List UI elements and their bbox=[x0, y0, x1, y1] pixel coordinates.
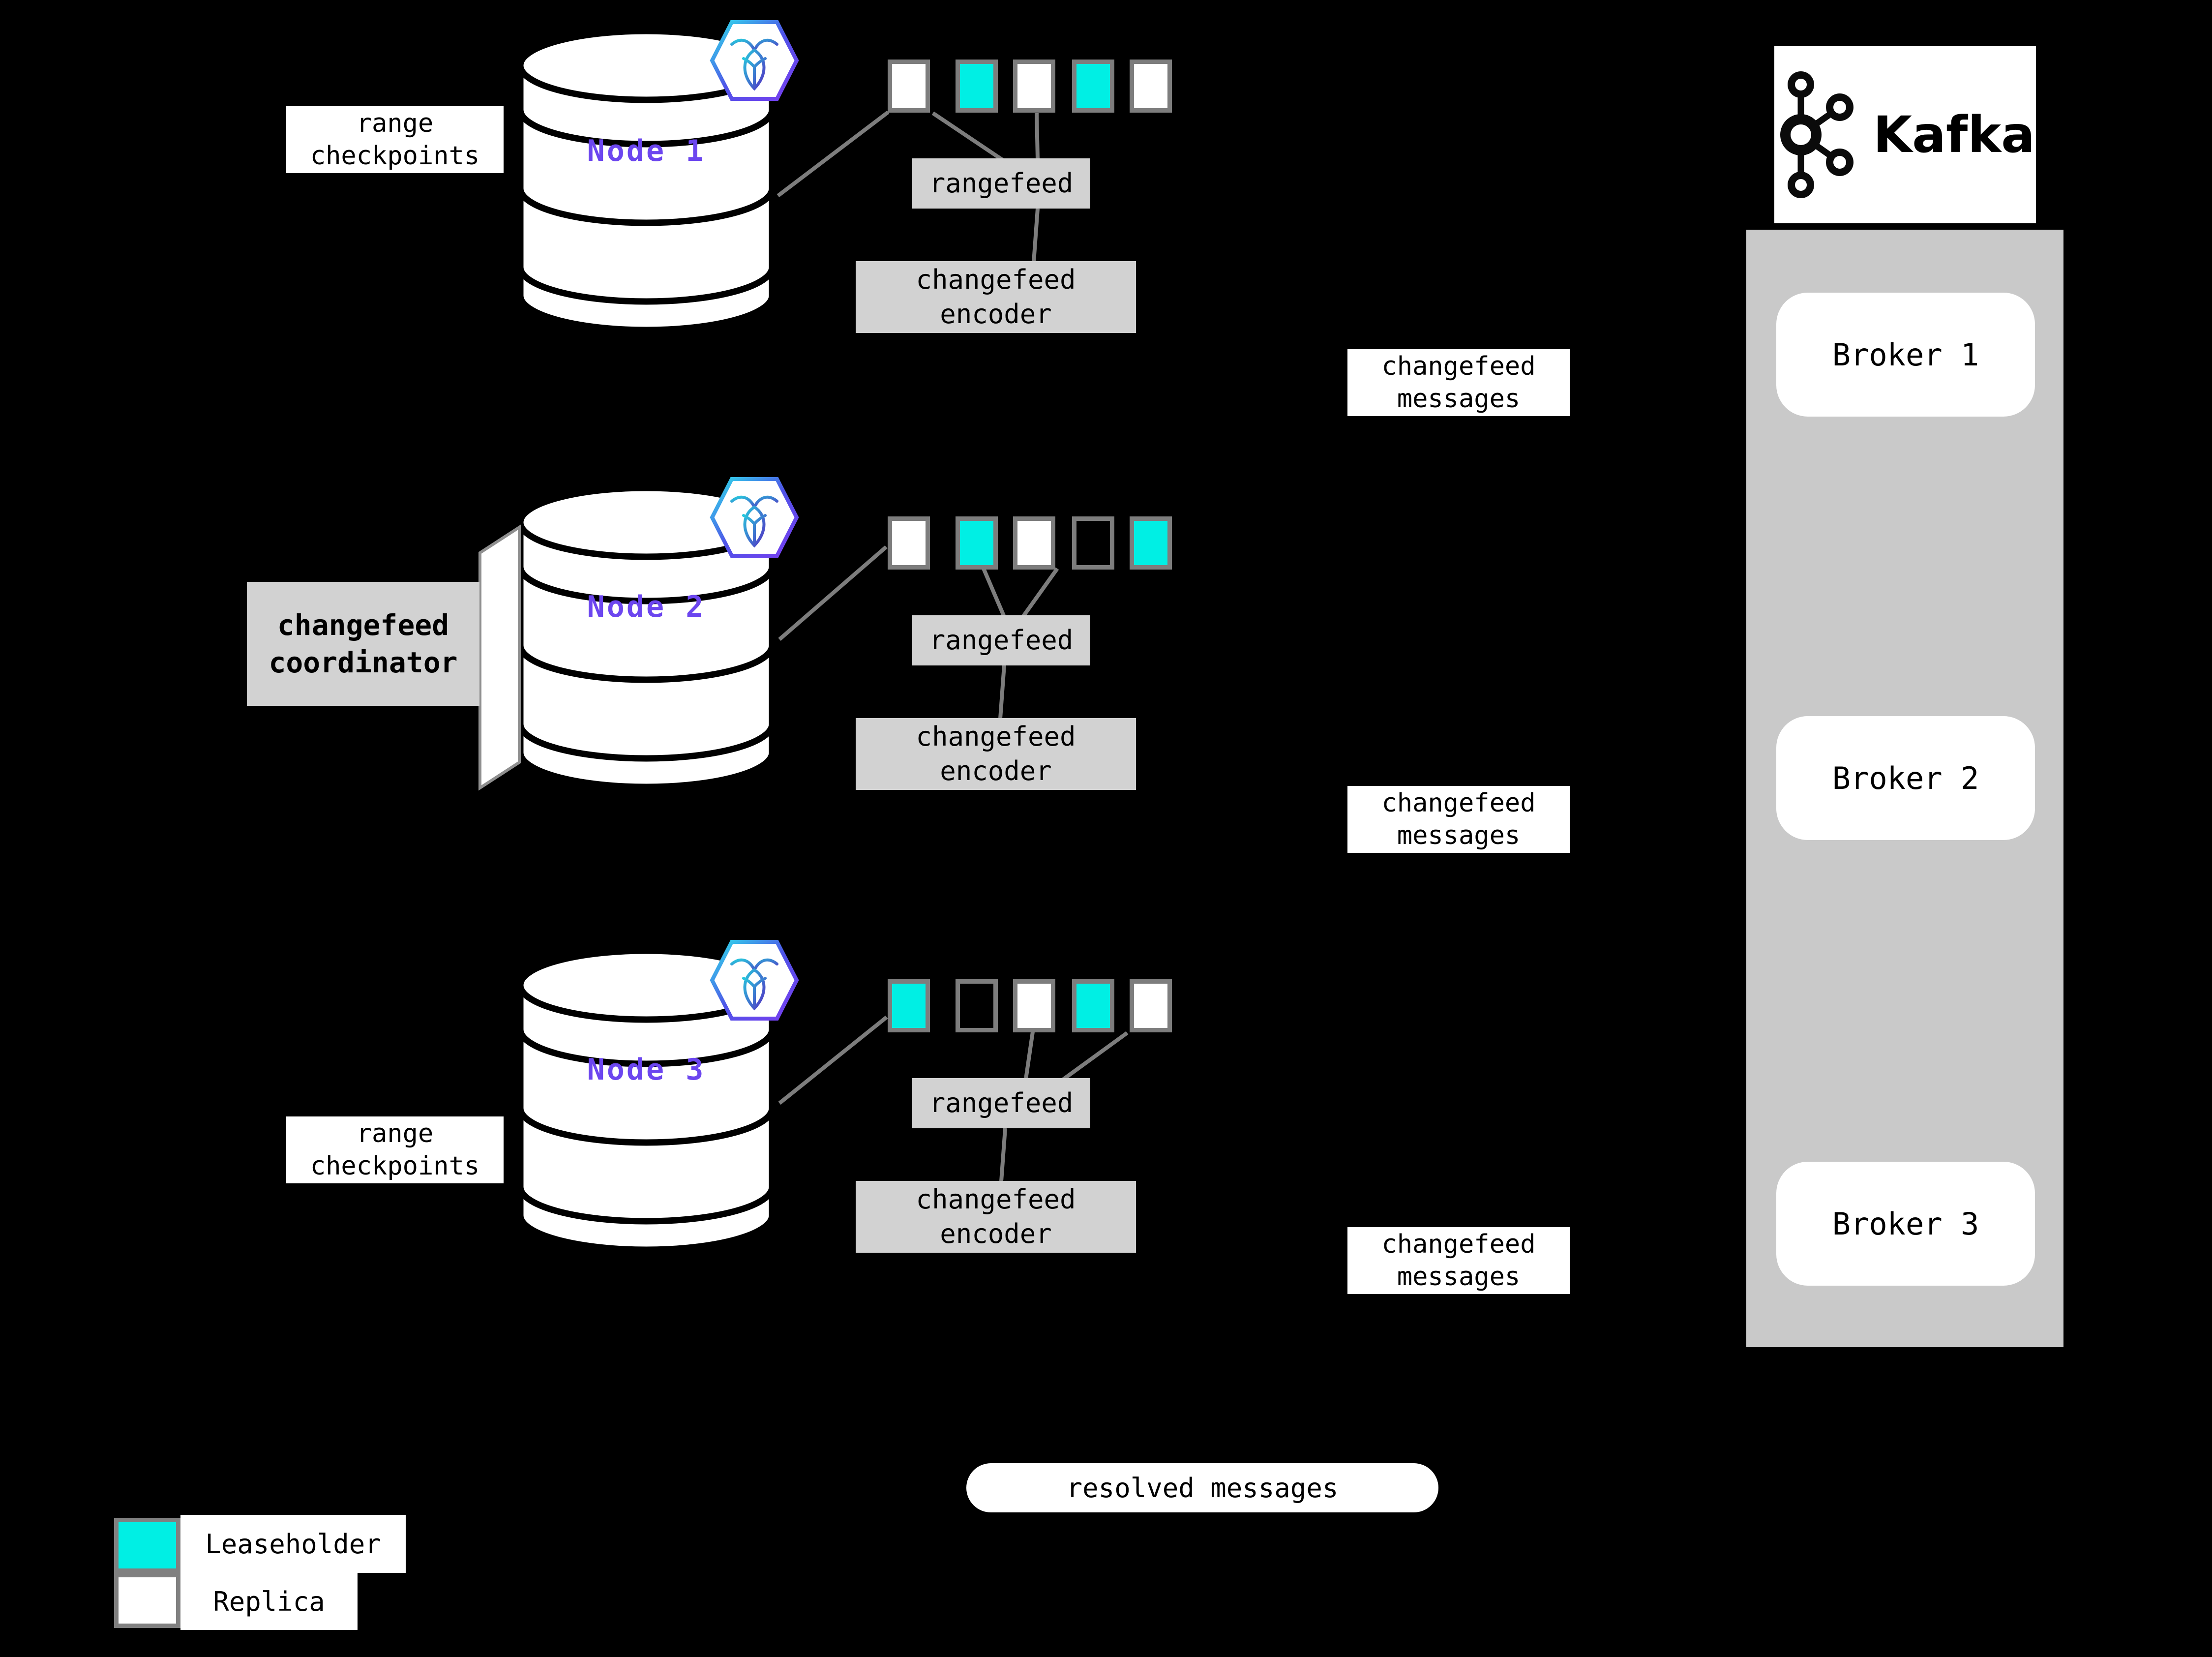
range-checkpoints-line1: range bbox=[356, 109, 434, 138]
node1-changefeed-messages-label: changefeed messages bbox=[1347, 349, 1570, 416]
node3-label: Node 3 bbox=[587, 1053, 706, 1087]
node3-changefeed-encoder-box: changefeed encoder bbox=[856, 1181, 1136, 1253]
cockroachdb-logo-icon bbox=[710, 940, 799, 1021]
changefeed-coordinator-box: changefeed coordinator bbox=[247, 582, 479, 706]
messages-line2: messages bbox=[1397, 384, 1521, 414]
legend-replica-labelbox: Replica bbox=[180, 1573, 358, 1630]
node2-changefeed-messages-label: changefeed messages bbox=[1347, 786, 1570, 853]
broker-1-box: Broker 1 bbox=[1776, 293, 2035, 417]
encoder-line2: encoder bbox=[940, 755, 1052, 786]
resolved-messages-label: resolved messages bbox=[1066, 1472, 1339, 1504]
coordinator-fold-ribbon bbox=[478, 524, 521, 791]
legend-leaseholder-swatch bbox=[114, 1518, 180, 1573]
broker-1-label: Broker 1 bbox=[1832, 336, 1979, 373]
node3-rangefeed-box: rangefeed bbox=[912, 1078, 1090, 1128]
rangefeed-label: rangefeed bbox=[929, 625, 1074, 656]
node3-range-square-5 bbox=[1130, 979, 1172, 1032]
node3-range-square-4 bbox=[1072, 979, 1114, 1032]
encoder-line1: changefeed bbox=[916, 264, 1076, 295]
node1-rangefeed-box: rangefeed bbox=[912, 158, 1090, 209]
rangefeed-label: rangefeed bbox=[929, 168, 1074, 199]
legend-replica-label: Replica bbox=[213, 1586, 325, 1617]
node3-changefeed-messages-label: changefeed messages bbox=[1347, 1227, 1570, 1294]
node1-database-cylinder bbox=[517, 28, 776, 330]
range-checkpoints-label-bottom: range checkpoints bbox=[286, 1116, 504, 1183]
cockroachdb-logo-icon bbox=[710, 477, 799, 558]
node2-range-square-3 bbox=[1013, 516, 1055, 570]
node2-range-square-2 bbox=[956, 516, 998, 570]
encoder-line1: changefeed bbox=[916, 1184, 1076, 1215]
legend-replica-swatch bbox=[114, 1573, 180, 1628]
messages-line1: changefeed bbox=[1381, 352, 1536, 381]
node2-changefeed-encoder-box: changefeed encoder bbox=[856, 718, 1136, 790]
encoder-line2: encoder bbox=[940, 1218, 1052, 1249]
node1-range-square-5 bbox=[1130, 60, 1172, 113]
node2-range-square-5 bbox=[1130, 516, 1172, 570]
rangefeed-label: rangefeed bbox=[929, 1087, 1074, 1118]
node2-range-square-4 bbox=[1072, 516, 1114, 570]
node2-rangefeed-box: rangefeed bbox=[912, 615, 1090, 665]
broker-2-box: Broker 2 bbox=[1776, 716, 2035, 840]
coordinator-line2: coordinator bbox=[269, 646, 458, 679]
node2-range-square-1 bbox=[888, 516, 930, 570]
messages-line1: changefeed bbox=[1381, 788, 1536, 818]
encoder-line2: encoder bbox=[940, 299, 1052, 330]
legend-leaseholder-labelbox: Leaseholder bbox=[180, 1515, 406, 1573]
node2-label: Node 2 bbox=[587, 590, 706, 624]
range-checkpoints-label-top: range checkpoints bbox=[286, 106, 504, 173]
resolved-messages-pill: resolved messages bbox=[966, 1463, 1438, 1512]
node1-range-square-2 bbox=[956, 60, 998, 113]
messages-line1: changefeed bbox=[1381, 1230, 1536, 1259]
node3-range-square-3 bbox=[1013, 979, 1055, 1032]
range-checkpoints-line2: checkpoints bbox=[310, 1151, 480, 1181]
range-checkpoints-line1: range bbox=[356, 1119, 434, 1148]
broker-2-label: Broker 2 bbox=[1832, 760, 1979, 796]
node1-range-square-1 bbox=[888, 60, 930, 113]
node3-range-square-1 bbox=[888, 979, 930, 1032]
messages-line2: messages bbox=[1397, 1262, 1521, 1292]
encoder-line1: changefeed bbox=[916, 721, 1076, 752]
legend-leaseholder-label: Leaseholder bbox=[205, 1528, 381, 1560]
cockroachdb-logo-icon bbox=[710, 20, 799, 101]
range-checkpoints-line2: checkpoints bbox=[310, 141, 480, 171]
node3-range-square-2 bbox=[956, 979, 998, 1032]
node1-label: Node 1 bbox=[587, 134, 706, 168]
node1-changefeed-encoder-box: changefeed encoder bbox=[856, 261, 1136, 333]
kafka-logo-box: Kafka bbox=[1774, 46, 2036, 223]
messages-line2: messages bbox=[1397, 821, 1521, 850]
node1-range-square-3 bbox=[1013, 60, 1055, 113]
node1-range-square-4 bbox=[1072, 60, 1114, 113]
kafka-wordmark: Kafka bbox=[1873, 105, 2035, 164]
node3-database-cylinder bbox=[517, 947, 776, 1250]
coordinator-line1: changefeed bbox=[277, 608, 449, 642]
broker-3-label: Broker 3 bbox=[1832, 1205, 1979, 1242]
kafka-logo-icon bbox=[1780, 71, 1854, 198]
broker-3-box: Broker 3 bbox=[1776, 1162, 2035, 1286]
